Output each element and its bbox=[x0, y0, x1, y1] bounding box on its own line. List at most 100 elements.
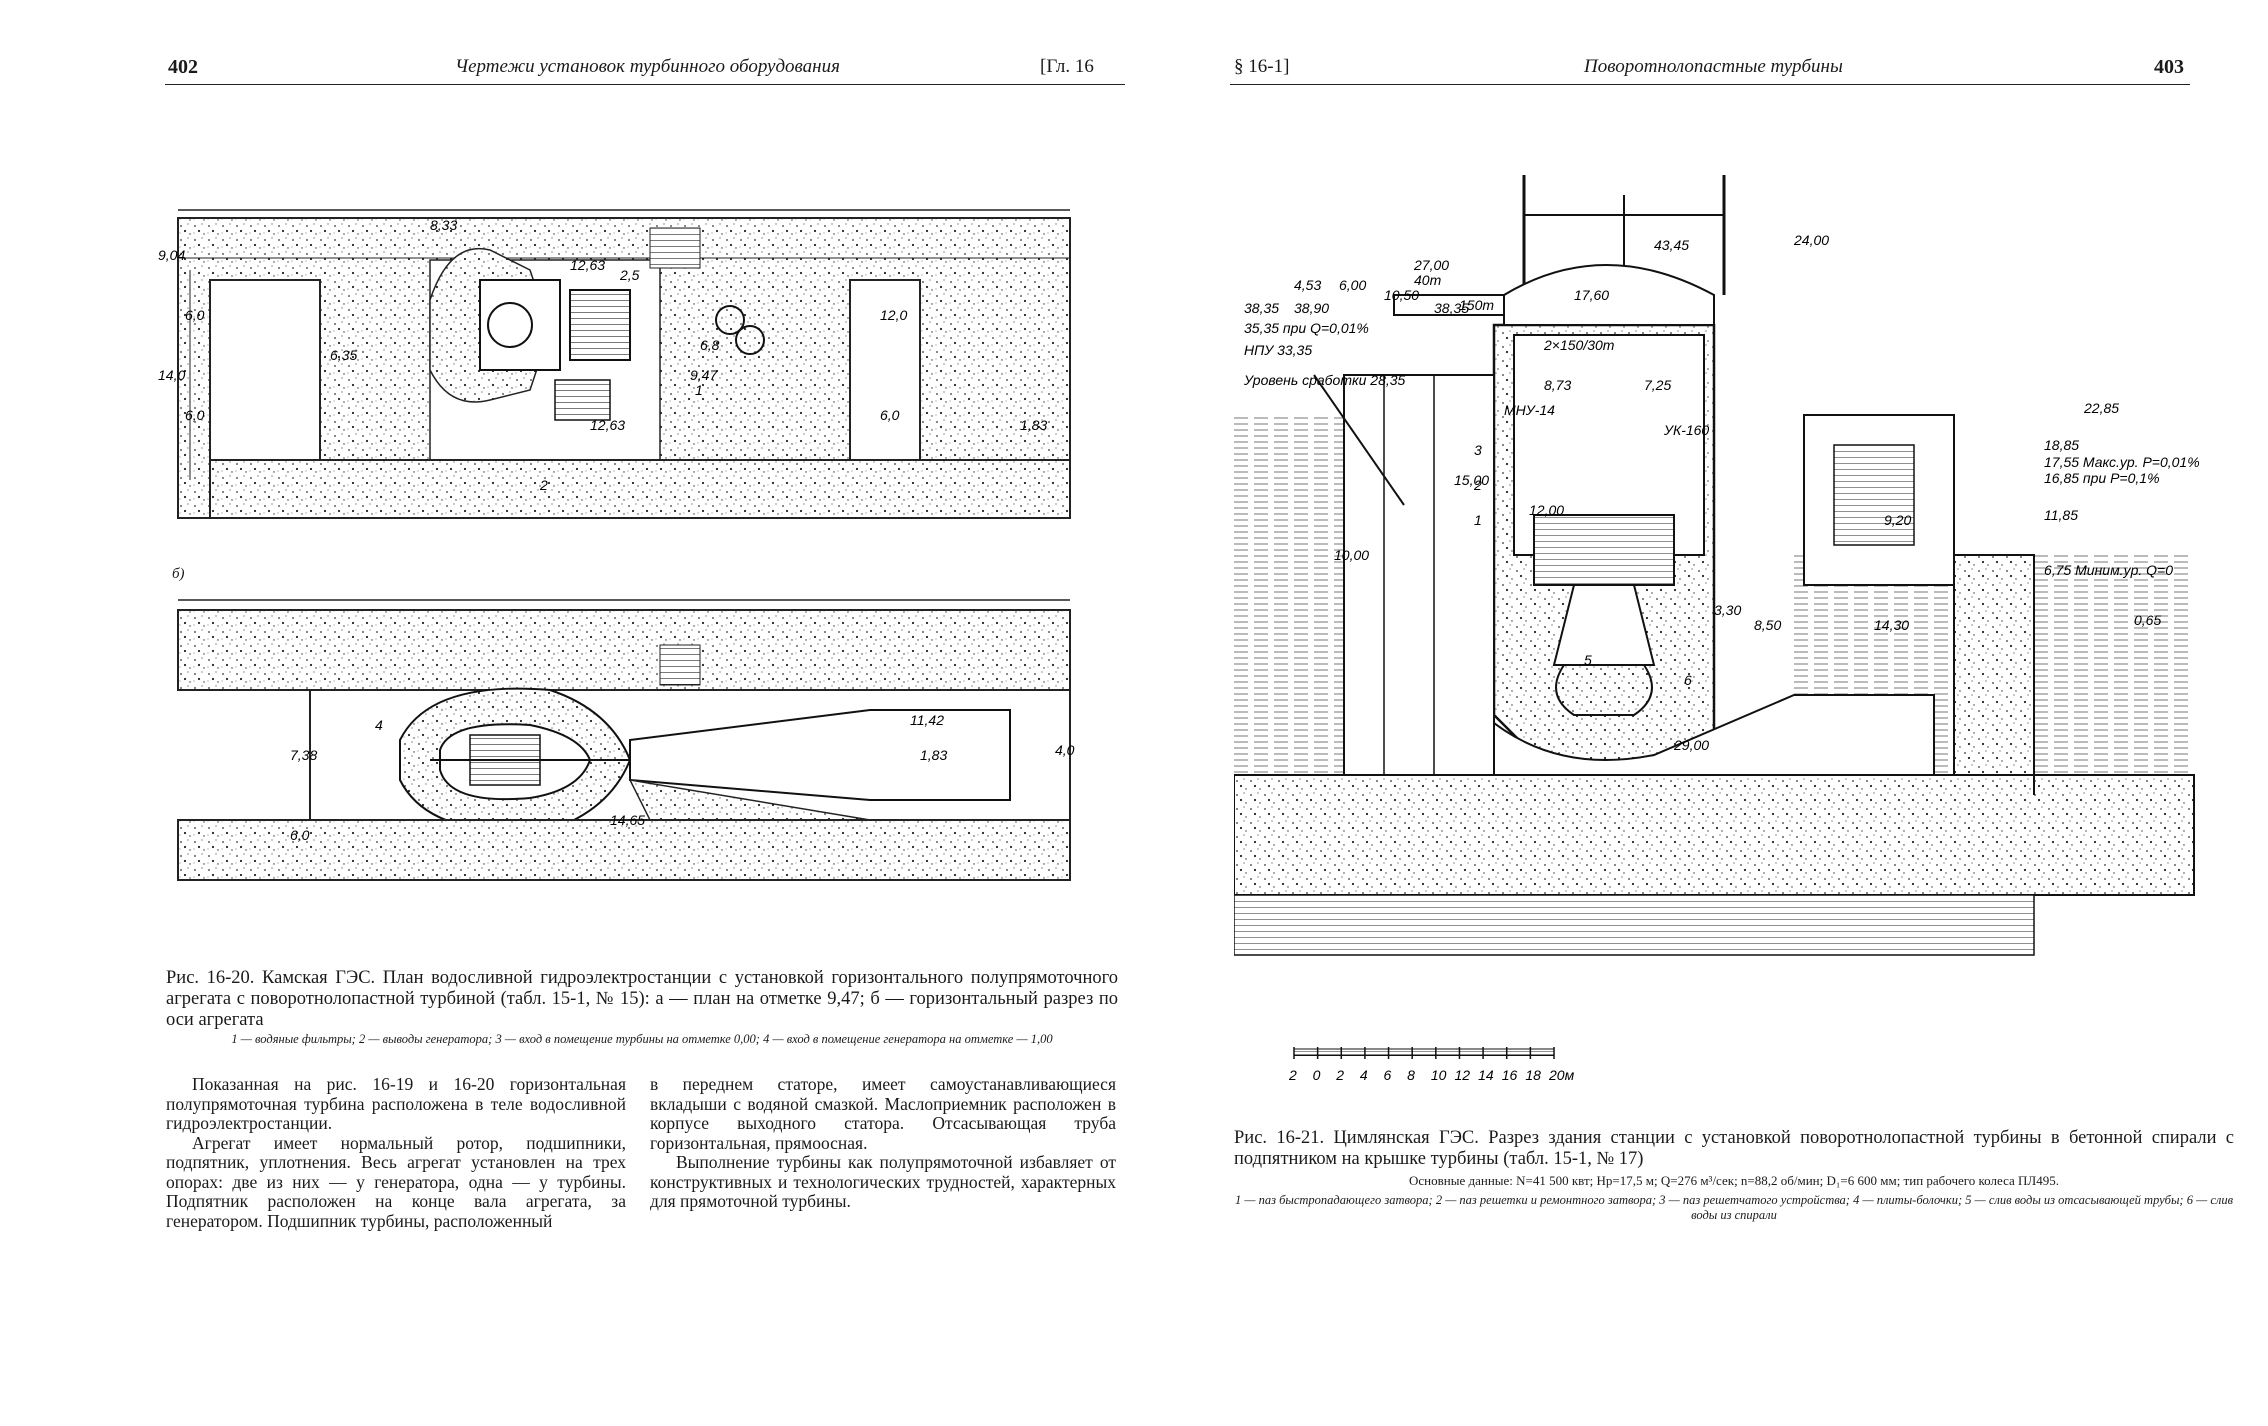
intake bbox=[1343, 374, 1495, 776]
mark-dim-140: 14,0 bbox=[158, 367, 185, 383]
scale-tick-label: 2 bbox=[1335, 1067, 1344, 1083]
scale-tick-label: 0 bbox=[1313, 1067, 1321, 1083]
section-b bbox=[177, 599, 1071, 881]
body-column-2: в переднем статоре, имеет самоустанавлив… bbox=[650, 1074, 1116, 1212]
figure-16-20: 8,33 12,63 6,35 9,47 12,63 1,83 11,42 1,… bbox=[150, 180, 1110, 940]
mark-873: 8,73 bbox=[1544, 377, 1571, 393]
mark-1500: 15,00 bbox=[1454, 472, 1489, 488]
page-number: 403 bbox=[2154, 56, 2184, 78]
plan-a bbox=[177, 209, 1071, 519]
scale-tick-label: 12 bbox=[1454, 1067, 1470, 1083]
mark-600: 6,00 bbox=[1339, 277, 1366, 293]
mark-183-top: 1,83 bbox=[1020, 417, 1047, 433]
figure-label-b: б) bbox=[172, 566, 185, 582]
mark-833: 8,33 bbox=[430, 217, 457, 233]
mark-dim-60d: 6,0 bbox=[290, 827, 310, 843]
scale-tick-label: 10 bbox=[1431, 1067, 1447, 1083]
right-page: § 16-1] Поворотнолопастные турбины 403 bbox=[1134, 0, 2268, 1426]
mark-453: 4,53 bbox=[1294, 277, 1321, 293]
mark-3835b: 38,35 bbox=[1434, 300, 1469, 316]
figure-16-21: 27,00 40т 10,50 6,00 4,53 38,90 38,35 38… bbox=[1234, 175, 2234, 1105]
mark-183-bot: 1,83 bbox=[920, 747, 947, 763]
figure-16-20-drawing: 8,33 12,63 6,35 9,47 12,63 1,83 11,42 1,… bbox=[158, 209, 1075, 881]
mark-1685: 16,85 при Р=0,1% bbox=[2044, 470, 2160, 486]
mark-4345: 43,45 bbox=[1654, 237, 1689, 253]
scale-tick-label: 8 bbox=[1407, 1067, 1415, 1083]
mark-1755: 17,55 Макс.ур. Р=0,01% bbox=[2044, 454, 2200, 470]
mark-dim-60b: 6,0 bbox=[185, 407, 205, 423]
mark-1263-top: 12,63 bbox=[570, 257, 605, 273]
mark-lbl-4: 4 bbox=[375, 717, 383, 733]
mark-2400: 24,00 bbox=[1793, 232, 1829, 248]
mark-dim-60a: 6,0 bbox=[185, 307, 205, 323]
mark-1142: 11,42 bbox=[910, 712, 944, 728]
mark-2285: 22,85 bbox=[2083, 400, 2119, 416]
paragraph: в переднем статоре, имеет самоустанавлив… bbox=[650, 1074, 1116, 1153]
mark-l5: 5 bbox=[1584, 652, 1592, 668]
paragraph: Выполнение турбины как полупрямоточной и… bbox=[650, 1152, 1116, 1211]
section-ref: § 16-1] bbox=[1234, 56, 1290, 77]
mark-dim-25: 2,5 bbox=[619, 267, 640, 283]
mark-1430: 14,30 bbox=[1874, 617, 1909, 633]
chapter-ref: [Гл. 16 bbox=[1040, 56, 1094, 77]
mark-1050: 10,50 bbox=[1384, 287, 1419, 303]
mark-850: 8,50 bbox=[1754, 617, 1781, 633]
running-title: Поворотнолопастные турбины bbox=[1584, 56, 1843, 77]
mark-lbl-1: 1 bbox=[695, 382, 703, 398]
mark-l3: 3 bbox=[1474, 442, 1482, 458]
figure-data-line: Основные данные: N=41 500 квт; Hp=17,5 м… bbox=[1409, 1173, 2059, 1188]
paragraph: Показанная на рис. 16-19 и 16-20 горизон… bbox=[166, 1074, 626, 1133]
scale-tick-label: 14 bbox=[1478, 1067, 1494, 1083]
mark-150t: 150т bbox=[1459, 297, 1494, 313]
mark-dim-120: 12,0 bbox=[880, 307, 907, 323]
mark-l2: 2 bbox=[1473, 477, 1482, 493]
mark-40t: 40т bbox=[1414, 272, 1442, 288]
mark-3835a: 38,35 bbox=[1244, 300, 1279, 316]
mark-2x150: 2×150/30т bbox=[1543, 337, 1615, 353]
left-page: 402 Чертежи установок турбинного оборудо… bbox=[150, 56, 1125, 1231]
mark-uk: УК-160 bbox=[1663, 422, 1709, 438]
mark-dim-68: 6,8 bbox=[700, 337, 720, 353]
figure-caption: Рис. 16-20. Камская ГЭС. План водосливно… bbox=[166, 968, 1118, 1030]
mark-1000: 10,00 bbox=[1334, 547, 1369, 563]
mark-1185: 11,85 bbox=[2044, 507, 2078, 523]
mark-dim-738: 7,38 bbox=[290, 747, 317, 763]
scale-tick-label: 20м bbox=[1548, 1067, 1575, 1083]
mark-2900: 29,00 bbox=[1673, 737, 1709, 753]
scale-tick-label: 18 bbox=[1525, 1067, 1541, 1083]
figure-caption: Рис. 16-21. Цимлянская ГЭС. Разрез здани… bbox=[1234, 1128, 2234, 1169]
mark-mnu: МНУ-14 bbox=[1504, 402, 1555, 418]
foundation bbox=[1234, 774, 2195, 896]
mark-npu: НПУ 33,35 bbox=[1244, 342, 1312, 358]
header-rule bbox=[1230, 84, 2190, 85]
mark-947: 9,47 bbox=[690, 367, 718, 383]
mark-3535: 35,35 при Q=0,01% bbox=[1244, 320, 1369, 336]
mark-1885: 18,85 bbox=[2044, 437, 2079, 453]
mark-3890: 38,90 bbox=[1294, 300, 1329, 316]
body-column-1: Показанная на рис. 16-19 и 16-20 горизон… bbox=[166, 1074, 626, 1231]
figure-legend: 1 — паз быстропадающего затвора; 2 — паз… bbox=[1234, 1193, 2234, 1222]
mark-dim-40: 4,0 bbox=[1055, 742, 1075, 758]
mark-l1: 1 bbox=[1474, 512, 1482, 528]
mark-920: 9,20 bbox=[1884, 512, 1911, 528]
mark-675: 6,75 Миним.ур. Q=0 bbox=[2044, 562, 2173, 578]
mark-dim-904: 9,04 bbox=[158, 247, 185, 263]
mark-2700: 27,00 bbox=[1413, 257, 1449, 273]
mark-1760: 17,60 bbox=[1574, 287, 1609, 303]
figure-16-21-drawing: 27,00 40т 10,50 6,00 4,53 38,90 38,35 38… bbox=[1234, 175, 2200, 1083]
mark-l6: 6 bbox=[1684, 672, 1692, 688]
mark-uroven: Уровень сработки 28,35 bbox=[1243, 372, 1406, 388]
mark-1263-bot: 12,63 bbox=[590, 417, 625, 433]
page-number: 402 bbox=[168, 56, 198, 78]
scale-tick-label: 2 bbox=[1288, 1067, 1297, 1083]
mark-lbl-2: 2 bbox=[539, 477, 548, 493]
mark-725: 7,25 bbox=[1644, 377, 1671, 393]
scale-tick-label: 4 bbox=[1360, 1067, 1368, 1083]
mark-330: 3,30 bbox=[1714, 602, 1741, 618]
scale-tick-label: 6 bbox=[1384, 1067, 1392, 1083]
scale-bar bbox=[1293, 1048, 1555, 1056]
mark-1465: 14,65 bbox=[610, 812, 645, 828]
mark-635: 6,35 bbox=[330, 347, 357, 363]
header-rule bbox=[165, 84, 1125, 85]
